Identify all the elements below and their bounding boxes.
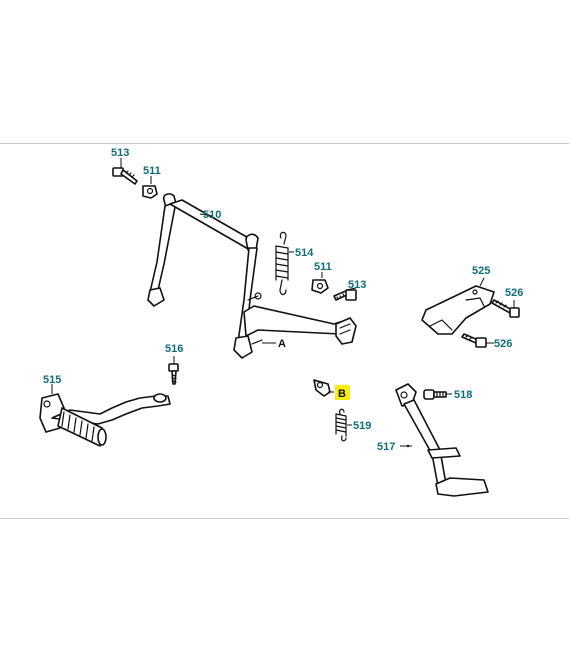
callout-514: 514 xyxy=(295,247,314,259)
marker-b-highlight xyxy=(335,385,350,400)
bolt-516 xyxy=(168,356,179,385)
main-stand-510 xyxy=(147,193,357,359)
callout-511-middle: 511 xyxy=(314,261,332,273)
nut-511-middle xyxy=(311,272,329,294)
marker-a: A xyxy=(278,338,286,350)
clip-b xyxy=(313,379,334,397)
callout-526-upper: 526 xyxy=(505,287,523,299)
spring-519 xyxy=(335,408,352,442)
nut-511-top xyxy=(142,176,158,199)
callout-519: 519 xyxy=(353,420,371,432)
callout-526-lower: 526 xyxy=(494,338,512,350)
kick-starter-515 xyxy=(39,384,171,447)
diagram-frame xyxy=(0,143,569,519)
callout-516: 516 xyxy=(165,343,183,355)
callout-517: 517 xyxy=(377,441,395,453)
callout-525: 525 xyxy=(472,265,490,277)
bolt-513-top xyxy=(112,158,138,185)
callout-515: 515 xyxy=(43,374,61,386)
spring-514 xyxy=(275,231,289,296)
bracket-525 xyxy=(421,277,495,335)
callout-513-top: 513 xyxy=(111,147,129,159)
callout-518: 518 xyxy=(454,389,472,401)
callout-513-middle: 513 xyxy=(348,279,366,291)
marker-b: B xyxy=(338,388,346,400)
callout-511-top: 511 xyxy=(143,165,161,177)
bolt-526-upper xyxy=(491,299,520,318)
bolt-518 xyxy=(423,389,452,400)
bolt-513-middle xyxy=(333,287,357,301)
side-stand-517 xyxy=(395,383,489,497)
callout-510: 510 xyxy=(203,209,221,221)
bolt-526-lower xyxy=(461,333,494,348)
